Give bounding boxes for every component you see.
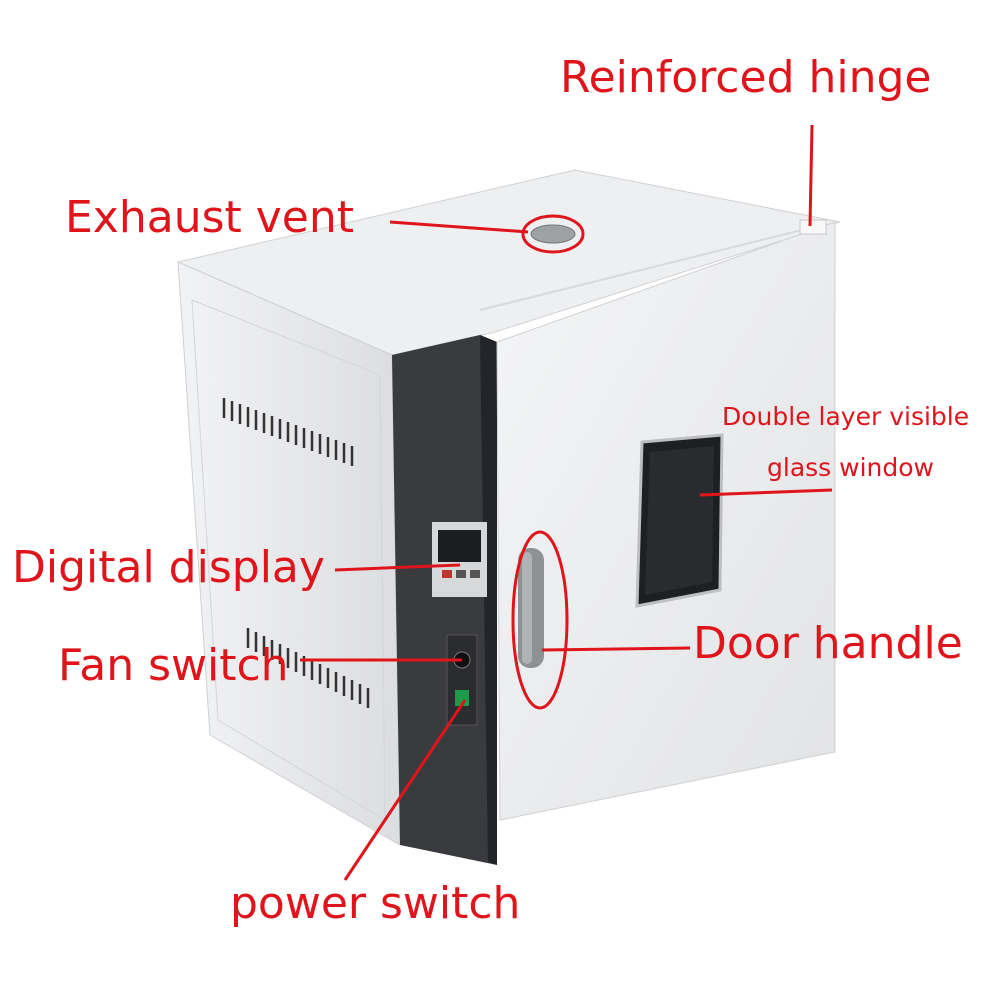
label-fan-switch: Fan switch — [58, 640, 289, 691]
label-window-line1: Double layer visible — [722, 402, 970, 431]
label-power-switch: power switch — [230, 878, 521, 929]
side-vents-upper — [222, 398, 354, 466]
label-digital-display: Digital display — [12, 542, 325, 593]
power-switch-rocker[interactable] — [455, 690, 469, 706]
callout-lines — [300, 124, 833, 881]
hinge — [799, 219, 827, 235]
label-window-line2: glass window — [767, 453, 934, 482]
switch-plate — [446, 634, 478, 726]
label-door-handle: Door handle — [693, 618, 963, 669]
label-exhaust-vent: Exhaust vent — [65, 192, 354, 243]
label-reinforced-hinge: Reinforced hinge — [560, 52, 932, 103]
exhaust-vent — [530, 224, 576, 244]
digital-display — [432, 522, 487, 597]
side-vents-lower — [246, 628, 370, 708]
control-panel-strip — [392, 335, 497, 865]
